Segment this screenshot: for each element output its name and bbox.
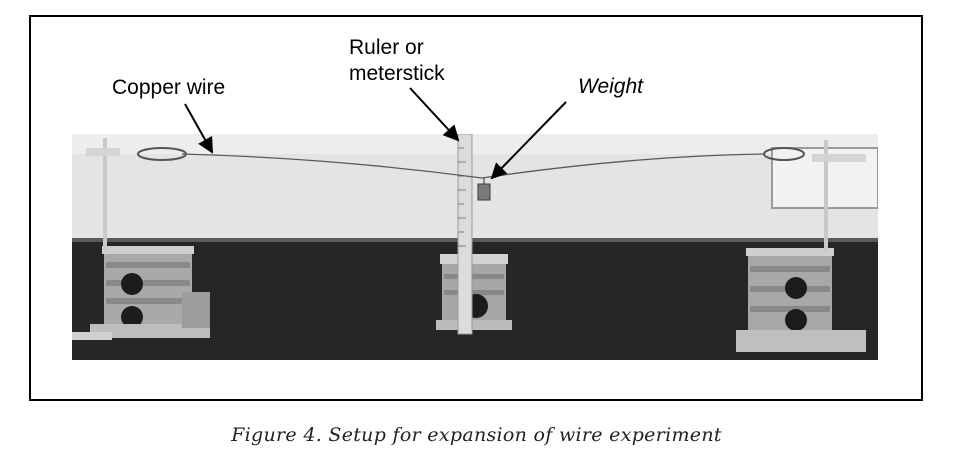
weight-arrow bbox=[490, 101, 567, 180]
figure-caption: Figure 4. Setup for expansion of wire ex… bbox=[231, 424, 722, 446]
right-lab-jack bbox=[736, 248, 866, 352]
copper-wire-label: Copper wire bbox=[112, 76, 226, 99]
ruler-label-line1: Ruler or bbox=[349, 36, 424, 59]
left-lab-jack bbox=[72, 246, 210, 340]
weight-label: Weight bbox=[578, 75, 643, 98]
ruler-label-line2: meterstick bbox=[349, 62, 445, 85]
experiment-photo bbox=[72, 134, 878, 360]
ruler-label: Ruler or meterstick bbox=[349, 35, 445, 87]
center-lab-jack bbox=[436, 254, 512, 330]
ruler-arrow bbox=[409, 87, 460, 142]
copper-wire-arrow bbox=[184, 103, 213, 154]
